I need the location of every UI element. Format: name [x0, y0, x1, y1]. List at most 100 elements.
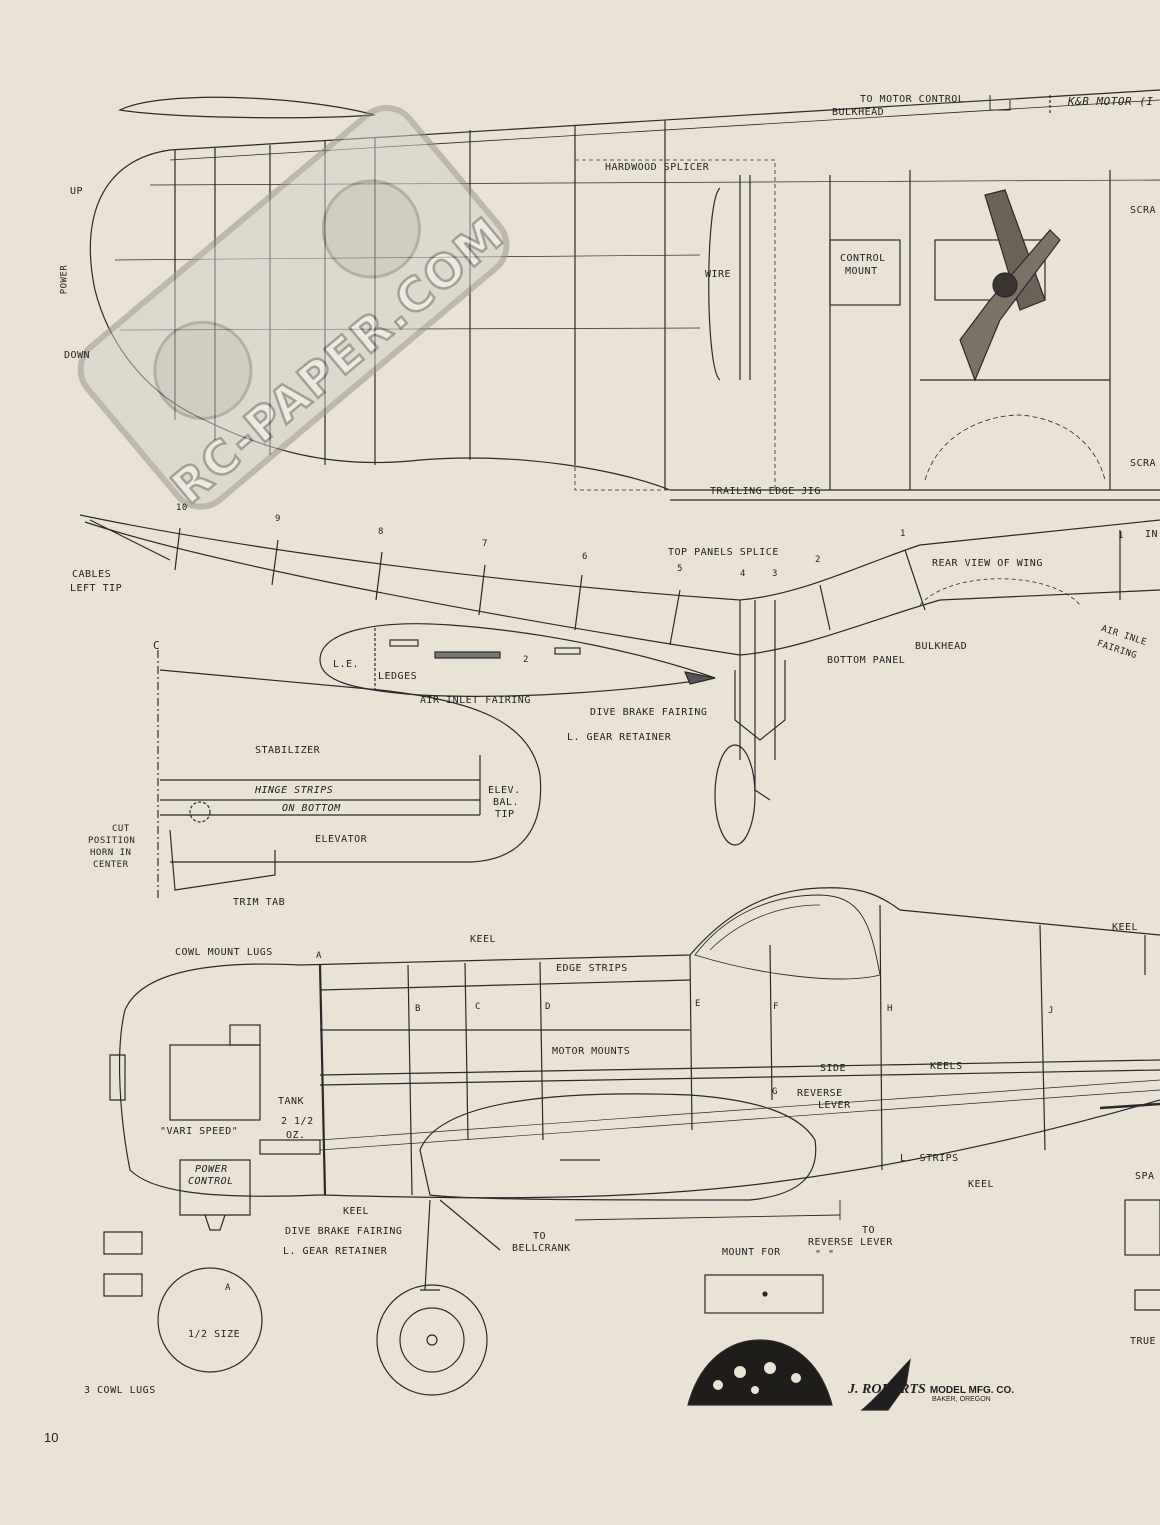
label-inner: IN: [1145, 529, 1159, 540]
label-power: POWER: [59, 264, 70, 295]
station-b: B: [415, 1004, 421, 1014]
label-elevator: ELEVATOR: [315, 834, 368, 845]
label-power-control-2: CONTROL: [188, 1176, 234, 1187]
station-e: E: [695, 999, 701, 1009]
maker-logo-wing: [860, 1358, 911, 1411]
rib-number: 3: [772, 569, 778, 579]
label-elev-1: ELEV.: [488, 785, 521, 796]
label-elev-3: TIP: [495, 809, 515, 820]
label-tank: TANK: [278, 1096, 305, 1107]
rib-number: 2: [815, 555, 821, 565]
label-scrap-bottom: SCRA: [1130, 458, 1157, 469]
label-cut-4: CENTER: [93, 860, 129, 870]
station-j: J: [1048, 1006, 1054, 1016]
rib-number: 4: [740, 569, 746, 579]
label-bulkhead-c: BULKHEAD: [915, 641, 968, 652]
watermark-stamp: RC-PAPER.COM: [77, 105, 516, 516]
label-rib-no: 2: [523, 655, 529, 665]
label-to-bellcrank-1: TO: [533, 1231, 547, 1242]
label-gear-retainer-top: L. GEAR RETAINER: [567, 732, 672, 743]
maker-name: J. ROBERTS: [848, 1382, 926, 1397]
label-rear-view-of-wing: REAR VIEW OF WING: [932, 558, 1043, 569]
label-ditto: " ": [815, 1249, 835, 1260]
label-cut-3: HORN IN: [90, 848, 132, 858]
station-h: H: [887, 1004, 893, 1014]
station-a: A: [316, 951, 322, 961]
label-spa: SPA: [1135, 1171, 1155, 1182]
station-f: F: [773, 1002, 779, 1012]
label-to-reverse-2: REVERSE LEVER: [808, 1237, 893, 1248]
label-elev-2: BAL.: [493, 797, 520, 808]
label-stabilizer: STABILIZER: [255, 745, 321, 756]
rib-number: 9: [275, 514, 281, 524]
label-side: SIDE: [820, 1063, 847, 1074]
label-gear-retainer: L. GEAR RETAINER: [283, 1246, 388, 1257]
rib-number: 6: [582, 552, 588, 562]
rib-number: 7: [482, 539, 488, 549]
label-left-tip: LEFT TIP: [70, 583, 123, 594]
maker-company: MODEL MFG. CO.: [929, 1385, 1015, 1396]
label-wire: WIRE: [705, 269, 732, 280]
label-scrap-top: SCRA: [1130, 205, 1157, 216]
label-3-cowl-lugs: 3 COWL LUGS: [84, 1385, 156, 1396]
label-to-bellcrank-2: BELLCRANK: [512, 1243, 571, 1254]
maker-logo: J. ROBERTS MODEL MFG. CO. BAKER, OREGON: [848, 1380, 1014, 1403]
label-l-strips: L. STRIPS: [900, 1153, 959, 1164]
label-keel-tail: KEEL: [1112, 922, 1139, 933]
label-cables: CABLES: [72, 569, 112, 580]
label-control-mount-1: CONTROL: [840, 253, 886, 264]
label-keel-top: KEEL: [470, 934, 497, 945]
label-down: DOWN: [64, 350, 91, 361]
label-trailing-edge-jig: TRAILING EDGE JIG: [710, 486, 821, 497]
label-cut-2: POSITION: [88, 836, 136, 846]
label-kb-motor: K&B MOTOR (I: [1068, 95, 1154, 108]
rib-number: 1: [1118, 531, 1124, 541]
label-cowl-mount-lugs: COWL MOUNT LUGS: [175, 947, 273, 958]
label-vari-speed: "VARI SPEED": [160, 1126, 239, 1137]
label-keel-left: KEEL: [343, 1206, 370, 1217]
label-motor-mounts: MOTOR MOUNTS: [552, 1046, 631, 1057]
station-g: G: [772, 1087, 778, 1097]
label-reverse: REVERSE: [797, 1088, 843, 1099]
label-hinge-strips: HINGE STRIPS: [255, 785, 334, 796]
label-ledges: LEDGES: [378, 671, 418, 682]
maker-city: BAKER, OREGON: [932, 1396, 991, 1403]
label-control-mount-2: MOUNT: [845, 266, 878, 277]
label-to-motor-control: TO MOTOR CONTROL: [860, 94, 965, 105]
rib-number: 1: [900, 529, 906, 539]
label-on-bottom: ON BOTTOM: [282, 803, 341, 814]
station-d: D: [545, 1002, 551, 1012]
rib-section-drawing: [319, 623, 716, 697]
label-edge-strips: EDGE STRIPS: [556, 963, 628, 974]
label-half-size: 1/2 SIZE: [188, 1329, 241, 1340]
label-power-control-1: POWER: [195, 1164, 228, 1175]
label-tank-2: 2 1/2: [281, 1116, 314, 1127]
station-a-lug: A: [225, 1283, 231, 1293]
rib-number: 8: [378, 527, 384, 537]
label-dive-brake-fairing: DIVE BRAKE FAIRING: [285, 1226, 403, 1237]
label-mount-for: MOUNT FOR: [722, 1247, 781, 1258]
label-keel-bottom: KEEL: [968, 1179, 995, 1190]
station-c: C: [475, 1002, 481, 1012]
label-up: UP: [70, 186, 84, 197]
rib-number: 10: [176, 503, 188, 513]
rear-view-drawing: [79, 514, 1160, 846]
label-dive-brake-fairing-top: DIVE BRAKE FAIRING: [590, 707, 708, 718]
label-cut-1: CUT: [112, 824, 130, 834]
fuselage-side-drawing: [103, 887, 1160, 1396]
label-keels: KEELS: [930, 1061, 963, 1072]
label-tank-3: OZ.: [286, 1130, 306, 1141]
label-lever: LEVER: [818, 1100, 851, 1111]
label-true: TRUE: [1130, 1336, 1157, 1347]
tail-drawing: [157, 650, 542, 900]
rib-number: 5: [677, 564, 683, 574]
label-to-reverse-1: TO: [862, 1225, 876, 1236]
label-le: L.E.: [333, 659, 360, 670]
label-hardwood-splicer: HARDWOOD SPLICER: [605, 162, 710, 173]
label-bottom-panel: BOTTOM PANEL: [827, 655, 906, 666]
label-top-panels-splice: TOP PANELS SPLICE: [668, 547, 779, 558]
label-centerline: C: [153, 639, 161, 652]
label-trim-tab: TRIM TAB: [233, 897, 286, 908]
label-air-inlet-fairing: AIR INLET FAIRING: [420, 695, 531, 706]
instrument-panel-drawing: [687, 1339, 833, 1406]
